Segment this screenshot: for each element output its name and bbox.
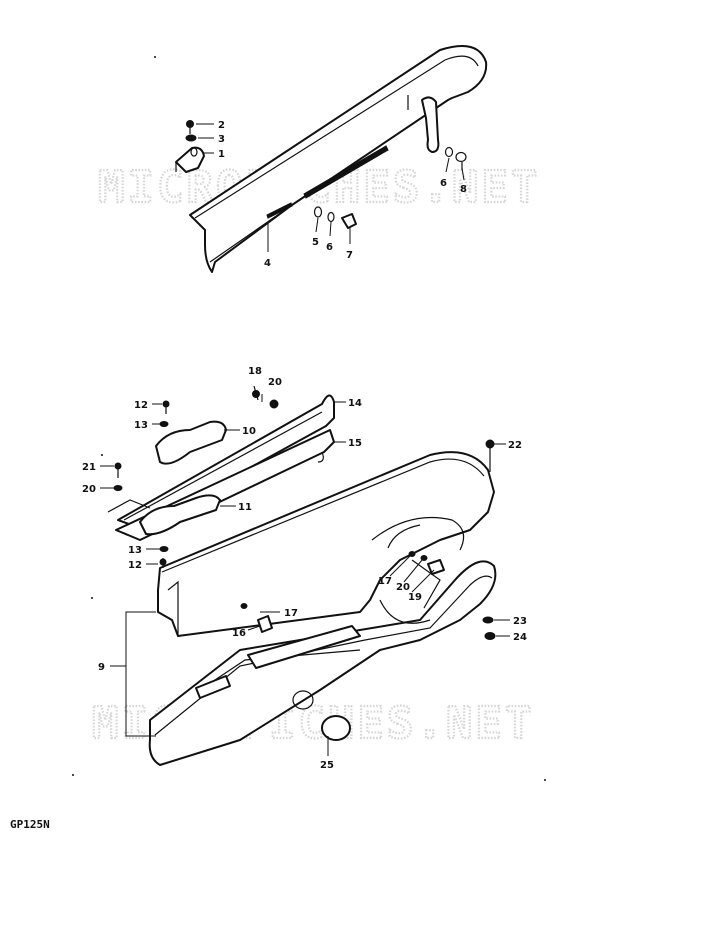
callout-lower-19: 19 (408, 592, 422, 603)
callout-lower-23: 23 (513, 616, 527, 627)
callout-upper-2: 2 (218, 120, 225, 131)
callout-upper-8: 8 (460, 184, 467, 195)
callout-lower-20b: 20 (82, 484, 96, 495)
callout-lower-15: 15 (348, 438, 362, 449)
callout-lower-17a: 17 (378, 576, 392, 587)
callout-lower-21: 21 (82, 462, 96, 473)
callout-lower-17b: 17 (284, 608, 298, 619)
callout-lower-9: 9 (98, 662, 105, 673)
lower-chain-case (100, 385, 510, 766)
callout-lower-11: 11 (238, 502, 252, 513)
callout-lower-13a: 13 (134, 420, 148, 431)
callout-upper-6a: 6 (440, 178, 447, 189)
callout-lower-25: 25 (320, 760, 334, 771)
callout-lower-12a: 12 (134, 400, 148, 411)
model-code-label: GP125N (10, 818, 50, 831)
callout-lower-14: 14 (348, 398, 362, 409)
callout-upper-4: 4 (264, 258, 271, 269)
callout-lower-16: 16 (232, 628, 246, 639)
callout-lower-10: 10 (242, 426, 256, 437)
callout-lower-13b: 13 (128, 545, 142, 556)
callout-lower-12b: 12 (128, 560, 142, 571)
callout-lower-20a: 20 (268, 377, 282, 388)
callout-upper-5: 5 (312, 237, 319, 248)
upper-chain-cover (175, 45, 488, 273)
callout-upper-3: 3 (218, 134, 225, 145)
callout-upper-6b: 6 (326, 242, 333, 253)
callout-lower-24: 24 (513, 632, 527, 643)
callout-lower-18: 18 (248, 366, 262, 377)
callout-lower-22: 22 (508, 440, 522, 451)
callout-lower-20c: 20 (396, 582, 410, 593)
callout-upper-7: 7 (346, 250, 353, 261)
callout-upper-1: 1 (218, 149, 225, 160)
